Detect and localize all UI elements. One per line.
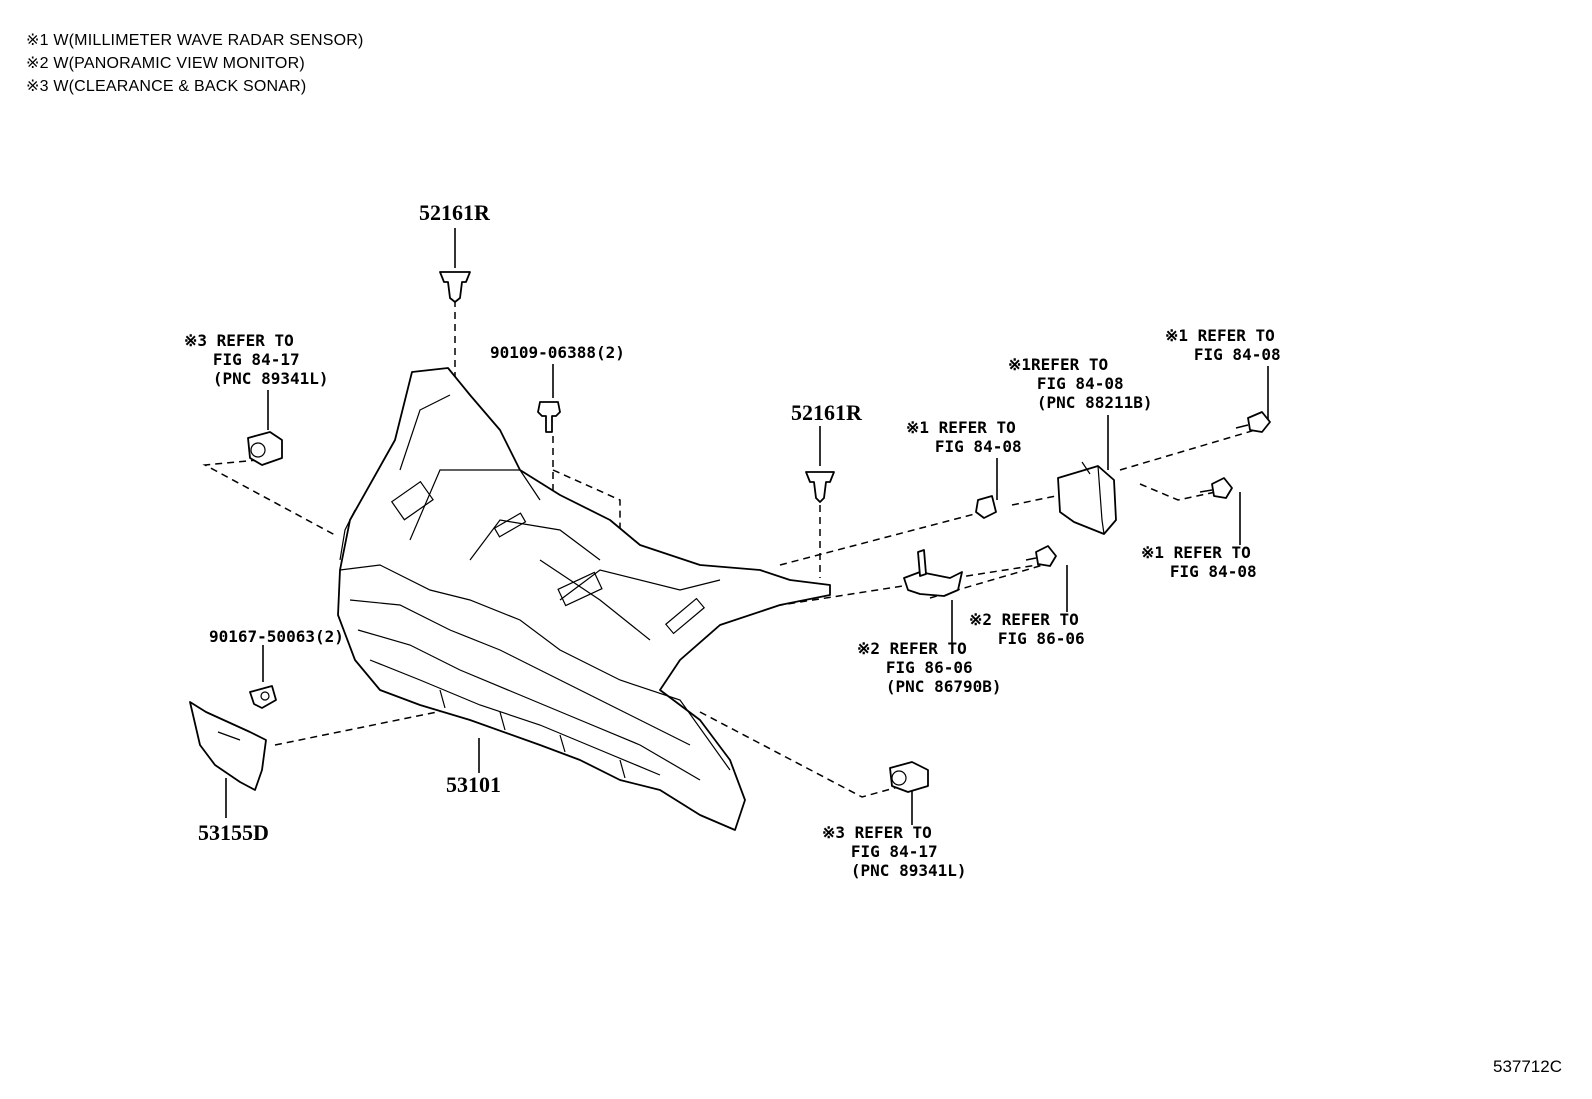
radar-bolt-top (1235, 411, 1271, 433)
ref-line: (PNC 89341L) (822, 861, 967, 880)
ref-line: FIG 86-06 (857, 658, 973, 677)
applicability-notes: ※1 W(MILLIMETER WAVE RADAR SENSOR) ※2 W(… (26, 29, 364, 98)
ref-radar-sensor: ※1REFER TO FIG 84-08 (PNC 88211B) (1008, 355, 1153, 412)
ref-line: FIG 84-08 (1165, 345, 1281, 364)
ref-sonar-bottom: ※3 REFER TO FIG 84-17 (PNC 89341L) (822, 823, 967, 880)
bracket-53155d (189, 701, 267, 791)
radar-sensor (1057, 461, 1117, 535)
ref-line: FIG 84-08 (1141, 562, 1257, 581)
part-number-53155d: 53155D (198, 820, 269, 845)
ref-line: FIG 86-06 (969, 629, 1085, 648)
bolt-90167 (249, 685, 277, 709)
note-radar: ※1 W(MILLIMETER WAVE RADAR SENSOR) (26, 32, 364, 49)
ref-line: (PNC 86790B) (857, 677, 1002, 696)
sonar-sensor-bottom (889, 761, 929, 793)
clip-52161r-top (439, 271, 471, 303)
bolt-90109 (537, 401, 561, 433)
radiator-grille (337, 367, 831, 831)
part-number-52161r-mid: 52161R (791, 400, 862, 425)
part-number-53101: 53101 (446, 772, 501, 797)
ref-line: FIG 84-08 (1008, 374, 1124, 393)
ref-camera-bolt: ※2 REFER TO FIG 86-06 (969, 610, 1085, 648)
ref-line: ※1 REFER TO (1165, 326, 1275, 345)
ref-line: ※2 REFER TO (969, 610, 1079, 629)
ref-camera: ※2 REFER TO FIG 86-06 (PNC 86790B) (857, 639, 1002, 696)
ref-line: (PNC 89341L) (184, 369, 329, 388)
ref-radar-bolt-top: ※1 REFER TO FIG 84-08 (1165, 326, 1281, 364)
ref-radar-clip: ※1 REFER TO FIG 84-08 (906, 418, 1022, 456)
ref-line: ※2 REFER TO (857, 639, 967, 658)
note-panoramic: ※2 W(PANORAMIC VIEW MONITOR) (26, 55, 305, 72)
radar-clip (975, 495, 997, 519)
ref-line: FIG 84-17 (184, 350, 300, 369)
leader-lines (225, 228, 1269, 825)
ref-line: ※1REFER TO (1008, 355, 1109, 374)
front-camera (903, 549, 963, 597)
ref-line: (PNC 88211B) (1008, 393, 1153, 412)
part-number-90167: 90167-50063(2) (209, 627, 344, 646)
ref-radar-bolt-right: ※1 REFER TO FIG 84-08 (1141, 543, 1257, 581)
ref-line: ※1 REFER TO (906, 418, 1016, 437)
ref-line: ※3 REFER TO (184, 331, 294, 350)
figure-id: 537712C (1492, 1057, 1562, 1076)
ref-line: ※3 REFER TO (822, 823, 932, 842)
part-number-52161r-top: 52161R (419, 200, 490, 225)
note-sonar: ※3 W(CLEARANCE & BACK SONAR) (26, 78, 307, 95)
clip-52161r-mid (805, 471, 835, 503)
ref-sonar-left: ※3 REFER TO FIG 84-17 (PNC 89341L) (184, 331, 329, 388)
camera-bolt (1025, 545, 1057, 567)
part-number-90109: 90109-06388(2) (490, 343, 625, 362)
ref-line: FIG 84-17 (822, 842, 938, 861)
sonar-sensor-left (247, 431, 283, 466)
radar-bolt-right (1199, 477, 1233, 499)
ref-line: FIG 84-08 (906, 437, 1022, 456)
ref-line: ※1 REFER TO (1141, 543, 1251, 562)
